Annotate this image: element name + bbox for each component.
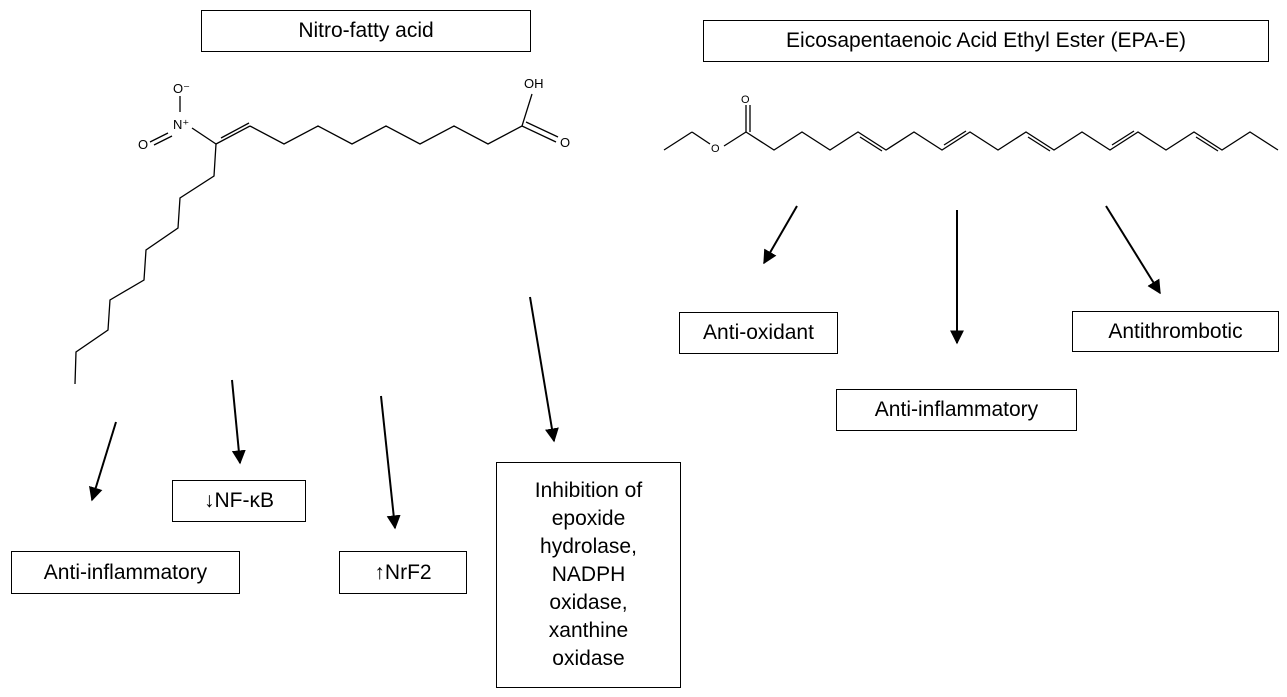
nfkb-text: ↓NF-κB	[204, 489, 274, 512]
anti-oxidant-text: Anti-oxidant	[703, 321, 814, 344]
inhibition-line-4: NADPH	[551, 563, 626, 586]
epa-e-title: Eicosapentaenoic Acid Ethyl Ester (EPA-E…	[703, 20, 1269, 62]
epa-ester-o-label: O	[711, 143, 720, 155]
epa-carbonyl-o-label: O	[741, 94, 750, 106]
o-minus-label: O⁻	[173, 81, 190, 96]
nitro-fatty-acid-title-text: Nitro-fatty acid	[298, 19, 434, 42]
inhibition-line-6: xanthine	[548, 619, 629, 642]
arrow-to-nrf2	[380, 395, 401, 530]
inhibition-line-7: oxidase	[552, 647, 625, 670]
anti-oxidant-box: Anti-oxidant	[679, 312, 838, 354]
nitro-fatty-acid-structure	[74, 93, 559, 385]
nitro-fatty-acid-title: Nitro-fatty acid	[201, 10, 531, 52]
n-plus-label: N⁺	[173, 117, 189, 132]
inhibition-line-3: hydrolase,	[540, 535, 637, 558]
inhibition-line-1: Inhibition of	[534, 479, 643, 502]
epa-e-title-text: Eicosapentaenoic Acid Ethyl Ester (EPA-E…	[786, 29, 1186, 52]
nrf2-box: ↑NrF2	[339, 551, 467, 594]
epa-anti-inflammatory-text: Anti-inflammatory	[874, 398, 1039, 421]
arrow-to-antithrombotic	[1105, 205, 1161, 295]
arrow-to-nfkb	[231, 379, 246, 465]
arrow-to-anti-oxidant	[763, 205, 798, 265]
nfkb-box: ↓NF-κB	[172, 480, 306, 522]
inhibition-line-5: oxidase,	[549, 591, 628, 614]
nrf2-text: ↑NrF2	[374, 560, 432, 584]
epa-e-structure	[663, 105, 1279, 152]
carbonyl-o-label: O	[560, 135, 570, 150]
epa-anti-inflammatory-box: Anti-inflammatory	[836, 389, 1077, 431]
antithrombotic-text: Antithrombotic	[1108, 319, 1243, 343]
anti-inflammatory-text: Anti-inflammatory	[43, 560, 208, 584]
arrow-to-anti-inflammatory	[89, 421, 117, 502]
anti-inflammatory-box: Anti-inflammatory	[11, 551, 240, 594]
hydroxyl-label: OH	[524, 76, 544, 91]
arrow-to-inhibition	[529, 296, 559, 443]
inhibition-line-2: epoxide	[551, 507, 626, 530]
antithrombotic-box: Antithrombotic	[1072, 311, 1279, 352]
inhibition-box: Inhibition of epoxide hydrolase, NADPH o…	[496, 462, 681, 688]
o-double-label: O	[138, 137, 148, 152]
